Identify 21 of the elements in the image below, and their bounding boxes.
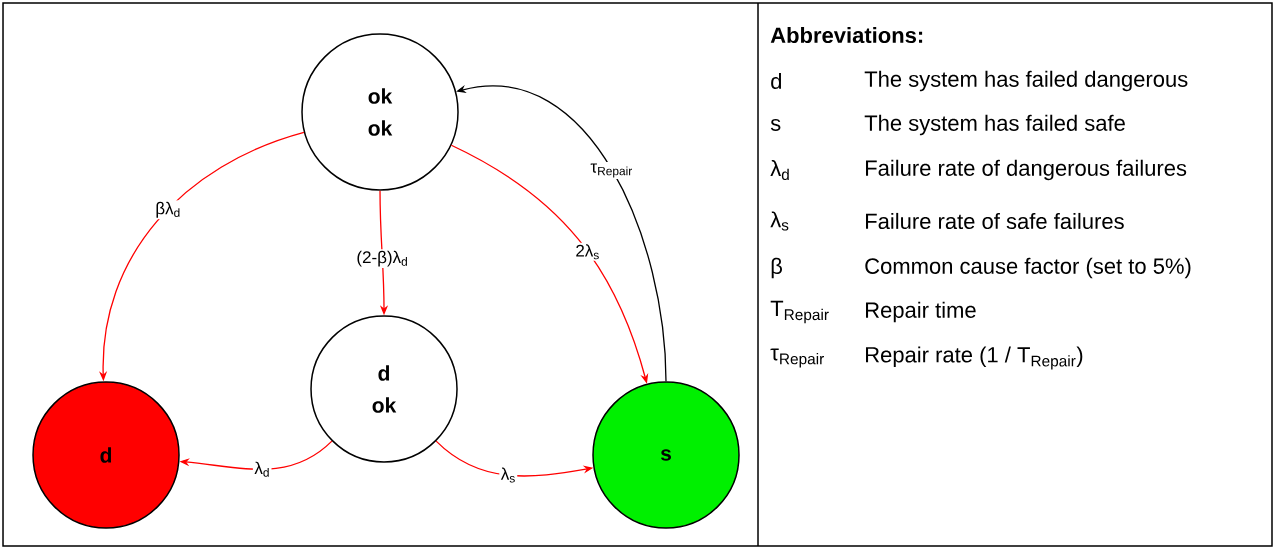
definition: Failure rate of dangerous failures xyxy=(866,159,1187,181)
definition: Repair time xyxy=(866,301,976,323)
edge-label: βλ$_{d}$ xyxy=(156,201,180,218)
edge-label: (2-β)λ$_{d}$ xyxy=(357,250,407,267)
edge-label: λ$_{s}$ xyxy=(500,467,515,483)
symbol: τ$_{Repair}$ xyxy=(770,348,824,368)
edge-label: 2λ$_{s}$ xyxy=(576,244,599,260)
symbol: T$_{Repair}$ xyxy=(770,300,829,324)
symbol: λ$_{d}$ xyxy=(770,159,789,181)
edge-label: τ$_{Repair}$ xyxy=(590,163,632,178)
edge-label: λ$_{d}$ xyxy=(254,461,269,477)
symbol: d xyxy=(771,72,782,90)
definition: The system has failed safe xyxy=(864,114,1125,136)
definition: Failure rate of safe failures xyxy=(866,212,1124,230)
table-heading: Abbreviations: xyxy=(770,26,923,44)
definition: The system has failed dangerous xyxy=(864,70,1188,92)
definition: Common cause factor (set to 5%) xyxy=(865,257,1191,279)
definition: Repair rate (1 / T$_{Repair}$) xyxy=(866,346,1083,370)
symbol: s xyxy=(770,119,781,131)
symbol: β xyxy=(771,257,782,279)
symbol: λ$_{s}$ xyxy=(770,211,789,231)
